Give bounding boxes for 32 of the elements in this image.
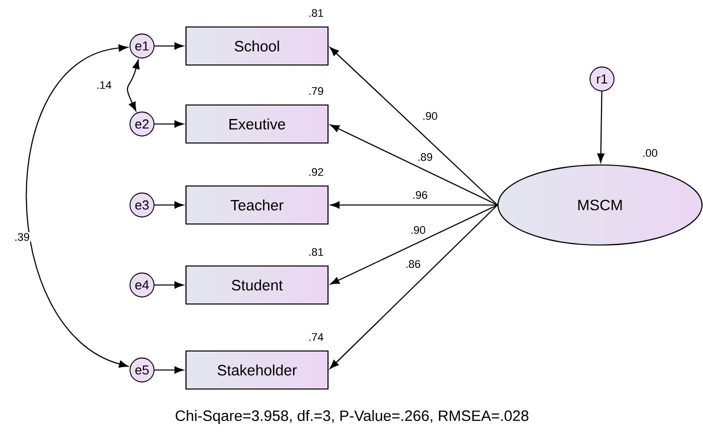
variance-label: .00 [643,149,658,157]
edge-label: .86 [404,259,422,269]
arrow [330,201,498,209]
arrow [330,204,498,285]
edge-label: .14 [95,80,113,90]
fit-statistics-caption: Chi-Sqare=3.958, df.=3, P-Value=.266, RMSEA=.028 [176,410,528,424]
edge-label: .89 [416,152,434,162]
edge-label: .90 [409,225,427,235]
edge-label: .90 [421,111,439,121]
edge-label: .39 [13,232,31,242]
observed-variable-box: Stakeholder [185,350,329,390]
edge-label: .96 [411,190,429,200]
arrow [330,124,498,206]
variance-label: .92 [309,168,324,176]
arrow [154,201,184,209]
variance-label: .81 [309,248,324,256]
observed-variable-box: School [185,26,329,66]
arrow [330,47,498,206]
variance-label: .74 [309,333,324,341]
observed-variable-box: Exeutive [185,104,329,144]
observed-variable-box: Teacher [185,185,329,225]
arrow [154,281,184,289]
arrow [330,204,498,369]
variance-label: .81 [309,9,324,17]
arrow [26,44,128,368]
arrow [597,91,604,163]
arrow [154,366,184,374]
observed-variable-box: Student [185,265,329,305]
arrow [154,120,184,128]
arrow [154,42,184,50]
arrow [126,60,140,112]
variance-label: .79 [309,87,324,95]
